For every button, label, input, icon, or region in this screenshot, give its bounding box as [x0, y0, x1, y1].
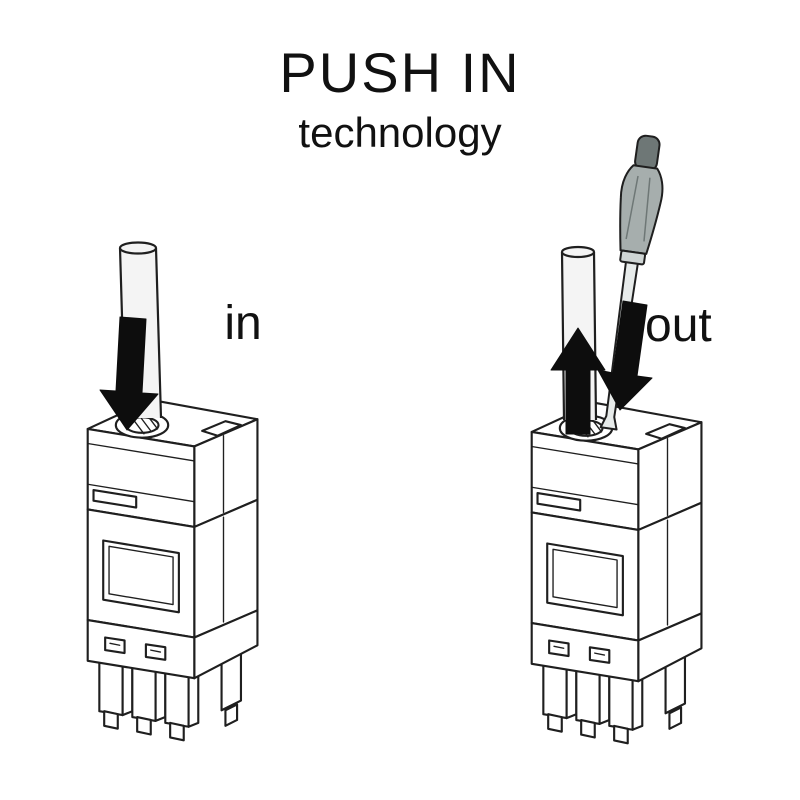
page-subtitle: technology — [298, 108, 502, 156]
press-down-arrow-icon — [597, 300, 653, 411]
out-label: out — [645, 299, 712, 352]
connector-left — [86, 398, 259, 742]
title-block: PUSH IN technology — [0, 41, 800, 157]
insert-down-arrow-icon — [99, 316, 159, 431]
release-up-arrow-icon — [550, 327, 606, 435]
page-title: PUSH IN — [279, 41, 521, 104]
connector-right — [530, 401, 703, 745]
in-label: in — [224, 297, 262, 350]
